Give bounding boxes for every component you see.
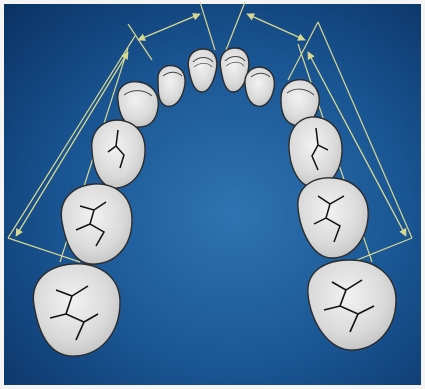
tooth-first-premolar-right: [289, 117, 342, 187]
tooth-lateral-incisor-right: [245, 67, 274, 106]
tooth-second-premolar-left: [61, 184, 132, 264]
